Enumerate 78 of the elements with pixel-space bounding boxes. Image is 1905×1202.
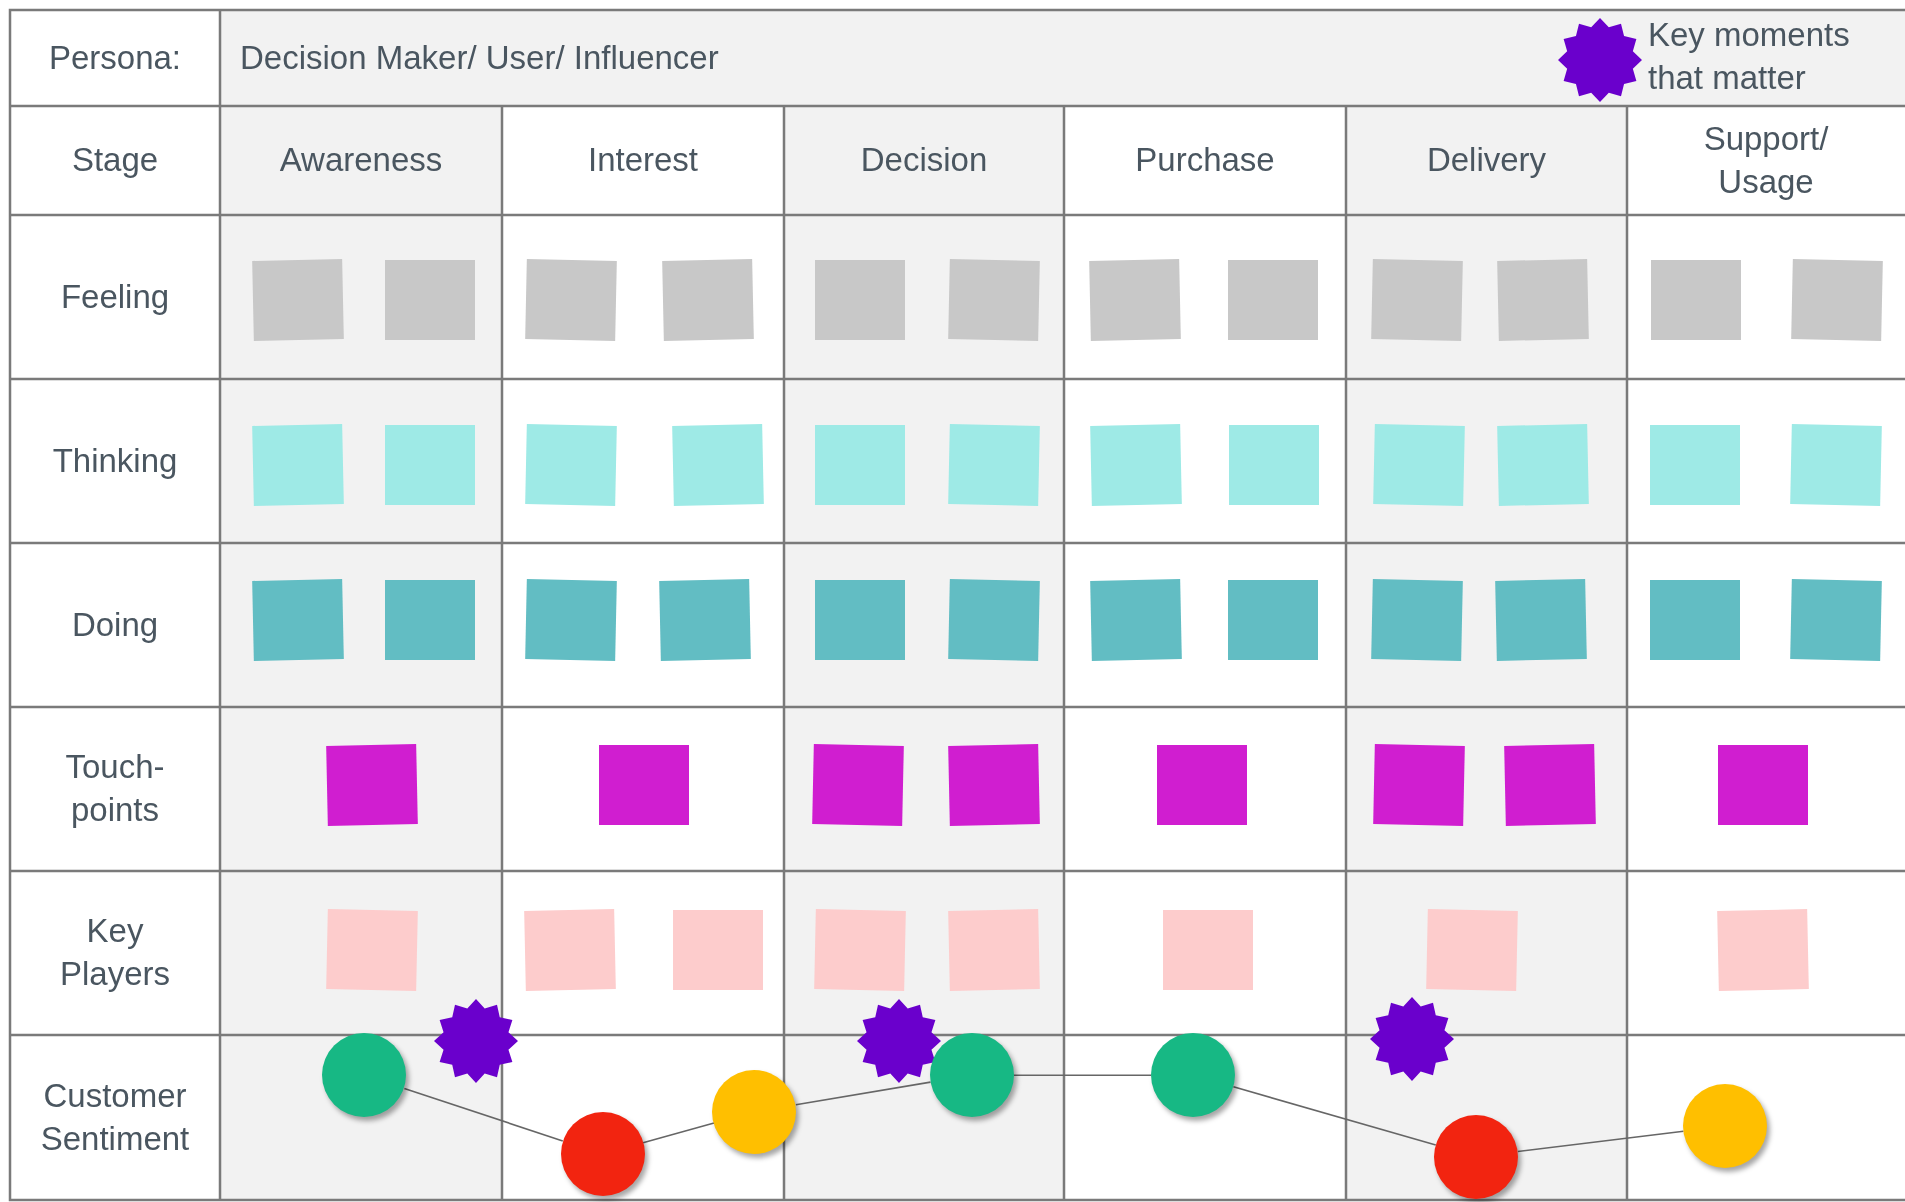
- sticky-note: [947, 578, 1040, 661]
- key-moment-star: [434, 999, 519, 1084]
- sticky-note: [251, 259, 344, 341]
- sticky-note: [672, 424, 764, 507]
- stage-header: Decision: [860, 140, 988, 181]
- row-header: Customer Sentiment: [40, 1075, 190, 1159]
- stage-header: Delivery: [1426, 140, 1547, 181]
- sticky-note: [1090, 578, 1182, 661]
- sticky-note: [1649, 425, 1740, 506]
- row-header: Persona:: [48, 37, 182, 78]
- sticky-note: [385, 260, 476, 341]
- row-header: Feeling: [60, 276, 170, 317]
- sticky-note: [1228, 260, 1319, 341]
- sticky-note: [1156, 744, 1247, 825]
- stage-header: Support/ Usage: [1702, 118, 1830, 202]
- sticky-note: [1090, 424, 1182, 507]
- row-header: Stage: [71, 140, 159, 181]
- sticky-note: [1162, 910, 1253, 991]
- sticky-note: [525, 259, 617, 341]
- key-moment-star: [857, 999, 942, 1084]
- sticky-note: [385, 579, 476, 660]
- sticky-note: [598, 744, 689, 825]
- sticky-note: [1229, 425, 1320, 506]
- sticky-note: [815, 579, 906, 660]
- sticky-note: [1088, 259, 1181, 341]
- sticky-note: [673, 910, 763, 991]
- sticky-note: [1497, 424, 1589, 507]
- sticky-note: [251, 424, 344, 507]
- row-header: Touch- points: [64, 747, 166, 830]
- sticky-note: [1373, 424, 1465, 507]
- sticky-note: [815, 425, 906, 506]
- sticky-note: [1789, 578, 1882, 661]
- sticky-note: [523, 909, 616, 991]
- sentiment-dot: [1151, 1033, 1236, 1118]
- sticky-note: [947, 909, 1040, 991]
- sticky-note: [1497, 259, 1589, 341]
- sticky-note: [1426, 909, 1519, 991]
- legend-text: Key moments that matter: [1648, 15, 1851, 98]
- sticky-note: [658, 578, 751, 661]
- row-header: Thinking: [52, 440, 178, 481]
- sticky-note: [1370, 578, 1463, 661]
- key-moment-star: [1369, 996, 1454, 1081]
- sticky-note: [1651, 260, 1742, 341]
- sticky-note: [947, 424, 1040, 507]
- sticky-note: [1228, 579, 1319, 660]
- sentiment-line: [1517, 1130, 1685, 1153]
- sticky-note: [947, 743, 1040, 826]
- stage-header: Interest: [587, 140, 699, 181]
- row-header: Doing: [71, 604, 159, 645]
- sticky-note: [811, 743, 904, 826]
- sticky-note: [814, 909, 906, 991]
- sticky-note: [1373, 743, 1465, 826]
- sticky-note: [1504, 743, 1597, 826]
- sticky-note: [1717, 909, 1809, 991]
- sticky-note: [815, 260, 906, 341]
- stage-header: Purchase: [1135, 140, 1275, 181]
- sentiment-line: [642, 1122, 715, 1144]
- sticky-note: [525, 578, 617, 661]
- sticky-note: [1717, 744, 1808, 825]
- sticky-note: [1791, 259, 1883, 341]
- sticky-note: [1494, 578, 1587, 661]
- row-header: Key Players: [58, 911, 171, 994]
- sticky-note: [947, 259, 1040, 341]
- sticky-note: [385, 425, 476, 506]
- sentiment-line: [1013, 1074, 1152, 1076]
- sticky-note: [325, 743, 418, 826]
- sentiment-line: [795, 1081, 932, 1106]
- sticky-note: [1370, 259, 1463, 341]
- sentiment-line: [1232, 1086, 1437, 1146]
- stage-header: Awareness: [279, 140, 443, 181]
- sticky-note: [1649, 579, 1740, 660]
- sticky-note: [662, 259, 755, 341]
- sentiment-line: [403, 1087, 564, 1142]
- persona-text: Decision Maker/ User/ Influencer: [240, 37, 719, 78]
- sticky-note: [525, 424, 617, 507]
- sticky-note: [325, 909, 418, 991]
- sticky-note: [251, 578, 344, 661]
- sticky-note: [1789, 424, 1882, 507]
